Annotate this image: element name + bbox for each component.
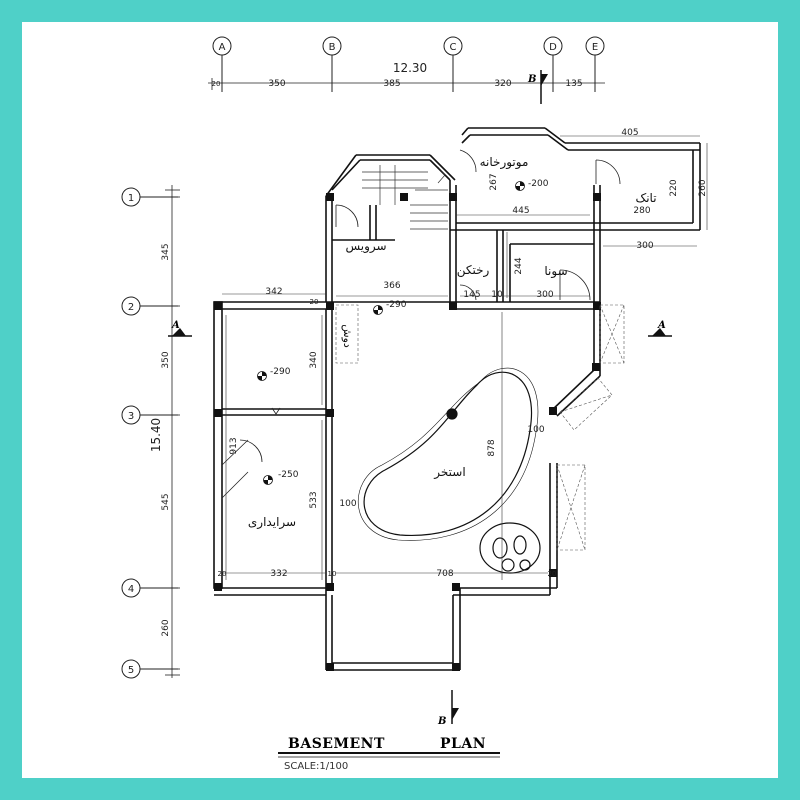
left-dimension-chain (165, 185, 180, 678)
total-width-dim: 12.30 (393, 61, 427, 75)
grid-col-e: E (592, 42, 598, 53)
level-caretaker-upper: -290 (270, 367, 291, 377)
dim-300-top: 300 (636, 241, 653, 251)
dim-280: 280 (633, 206, 650, 216)
grid-row-1: 1 (128, 193, 134, 204)
column-posts (214, 193, 601, 671)
dim-10: 10 (491, 290, 503, 300)
dim-row-34: 545 (161, 493, 171, 510)
stair-direction (271, 407, 281, 415)
plan-title-basement: BASEMENT (288, 736, 385, 752)
room-pool: استخر (433, 465, 465, 480)
dim-row-23: 350 (161, 351, 171, 368)
dim-300-sauna: 300 (536, 290, 553, 300)
grid-row-4: 4 (128, 584, 134, 595)
dim-145: 145 (463, 290, 480, 300)
room-caretaker: سرایداری (248, 515, 296, 530)
grid-row-3: 3 (128, 411, 134, 422)
section-a-markers (168, 328, 672, 337)
room-engine-room: موتورخانه (480, 155, 529, 170)
dim-533: 533 (309, 491, 319, 508)
dim-405: 405 (621, 128, 638, 138)
level-engine: -200 (528, 179, 549, 189)
dim-332: 332 (270, 569, 287, 579)
section-b-top-label: B (527, 74, 536, 85)
section-b-bottom-label: B (437, 716, 446, 727)
dim-342: 342 (265, 287, 282, 297)
dim-col-de: 135 (565, 79, 582, 89)
room-shower: دوش (341, 324, 354, 348)
dim-100-left: 100 (339, 499, 356, 509)
section-b-top-marker (540, 70, 548, 104)
dim-913: 913 (229, 437, 239, 454)
dim-row-45: 260 (161, 619, 171, 636)
door-swings (221, 149, 621, 499)
dim-100-right: 100 (527, 425, 544, 435)
dim-col-cd: 320 (494, 79, 511, 89)
dim-col-ab: 350 (268, 79, 285, 89)
dim-wall-20-c: 20 (548, 570, 557, 578)
grid-col-c: C (450, 42, 457, 53)
total-height-dim: 15.40 (149, 418, 163, 452)
dim-340: 340 (309, 351, 319, 368)
dim-wall-10: 10 (328, 570, 337, 578)
dim-top-20: 20 (212, 80, 221, 88)
room-changing: رختکن (457, 263, 490, 278)
level-symbols (257, 181, 525, 485)
dim-445: 445 (512, 206, 529, 216)
grid-row-2: 2 (128, 302, 134, 313)
windows (335, 304, 625, 551)
room-sauna: سونا (544, 264, 567, 279)
room-service: سرویس (345, 239, 386, 254)
dim-708: 708 (436, 569, 453, 579)
plan-scale: SCALE:1/100 (284, 761, 348, 772)
stairs (362, 165, 448, 230)
grid-col-b: B (329, 42, 336, 53)
dim-366: 366 (383, 281, 400, 291)
dim-220: 220 (669, 179, 679, 196)
grid-col-d: D (549, 42, 557, 53)
dim-878: 878 (487, 439, 497, 456)
level-caretaker: -250 (278, 470, 299, 480)
section-b-bottom-marker (451, 690, 459, 724)
dim-267: 267 (489, 173, 499, 190)
level-hall: -290 (386, 300, 407, 310)
dim-wall-20-b: 20 (218, 570, 227, 578)
grid-row-5: 5 (128, 665, 134, 676)
plan-title-plan: PLAN (440, 736, 486, 752)
grid-col-a: A (219, 42, 226, 53)
top-dimension-chain (208, 78, 605, 90)
dim-col-bc: 385 (383, 79, 400, 89)
dim-row-12: 345 (161, 243, 171, 260)
level-symbol-fills (257, 181, 525, 485)
section-a-left-label: A (171, 320, 180, 331)
interior-dim-lines (222, 135, 708, 580)
dim-244: 244 (514, 257, 524, 274)
dim-wall-20-a: 20 (310, 298, 319, 306)
room-tank: تانک (635, 191, 656, 205)
section-a-right-label: A (657, 320, 666, 331)
dim-260: 260 (698, 179, 708, 196)
